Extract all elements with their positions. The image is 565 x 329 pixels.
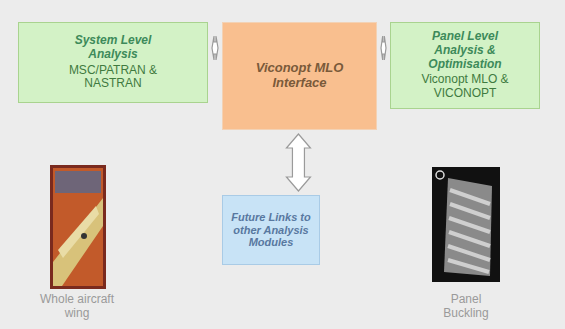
future-box: Future Links to other Analysis Modules xyxy=(222,195,320,265)
photo-detail xyxy=(55,171,101,193)
photo-detail xyxy=(81,233,87,239)
image-caption: Panel Buckling xyxy=(430,292,502,321)
photo-frame xyxy=(50,165,106,289)
image-caption: Whole aircraft wing xyxy=(30,292,124,321)
double-arrow xyxy=(381,36,386,60)
double-arrow xyxy=(212,36,218,60)
panel-shape xyxy=(444,178,492,276)
interface-box: Viconopt MLO Interface xyxy=(222,22,377,130)
photo-ground xyxy=(53,168,103,286)
analysis-box: System Level AnalysisMSC/PATRAN & NASTRA… xyxy=(18,22,208,103)
box-heading: System Level Analysis xyxy=(67,34,159,62)
analysis-box: Panel Level Analysis & OptimisationVicon… xyxy=(390,22,540,109)
box-body: MSC/PATRAN & NASTRAN xyxy=(67,64,159,92)
photo-detail xyxy=(436,171,444,179)
panel-photo xyxy=(432,167,500,282)
box-heading: Viconopt MLO Interface xyxy=(245,61,355,91)
photo-frame xyxy=(432,167,500,282)
buckle-waves xyxy=(448,190,490,272)
double-arrow xyxy=(286,134,310,191)
wing-shape xyxy=(53,198,103,286)
box-heading: Future Links to other Analysis Modules xyxy=(226,211,316,249)
wing-panel xyxy=(58,206,99,258)
box-body: Viconopt MLO & VICONOPT xyxy=(415,73,515,101)
wing-photo xyxy=(50,165,106,289)
box-heading: Panel Level Analysis & Optimisation xyxy=(415,30,515,71)
